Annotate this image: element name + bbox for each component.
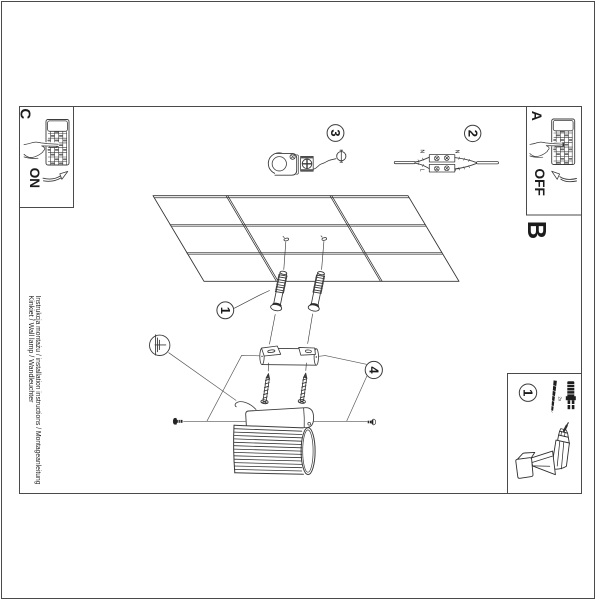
svg-text:B: B [522,221,550,239]
svg-text:L: L [454,168,460,171]
svg-text:Instrukcja montażu / installat: Instrukcja montażu / installation instru… [34,296,43,485]
svg-text:1: 1 [218,307,233,314]
svg-text:3: 3 [328,129,343,136]
svg-text:A: A [529,111,545,121]
svg-text:2x: 2x [558,397,563,403]
svg-text:L: L [419,169,425,172]
svg-text:2: 2 [465,130,480,137]
svg-text:4: 4 [366,366,381,374]
svg-text:N: N [418,150,424,154]
svg-text:N: N [453,150,459,154]
svg-text:C: C [16,108,33,119]
svg-text:1: 1 [521,389,536,396]
svg-text:OFF: OFF [532,168,547,196]
svg-text:Kinkiet / Wall lamp / Wandleuc: Kinkiet / Wall lamp / Wandleuchter [27,296,36,404]
svg-text:ON: ON [27,168,42,188]
